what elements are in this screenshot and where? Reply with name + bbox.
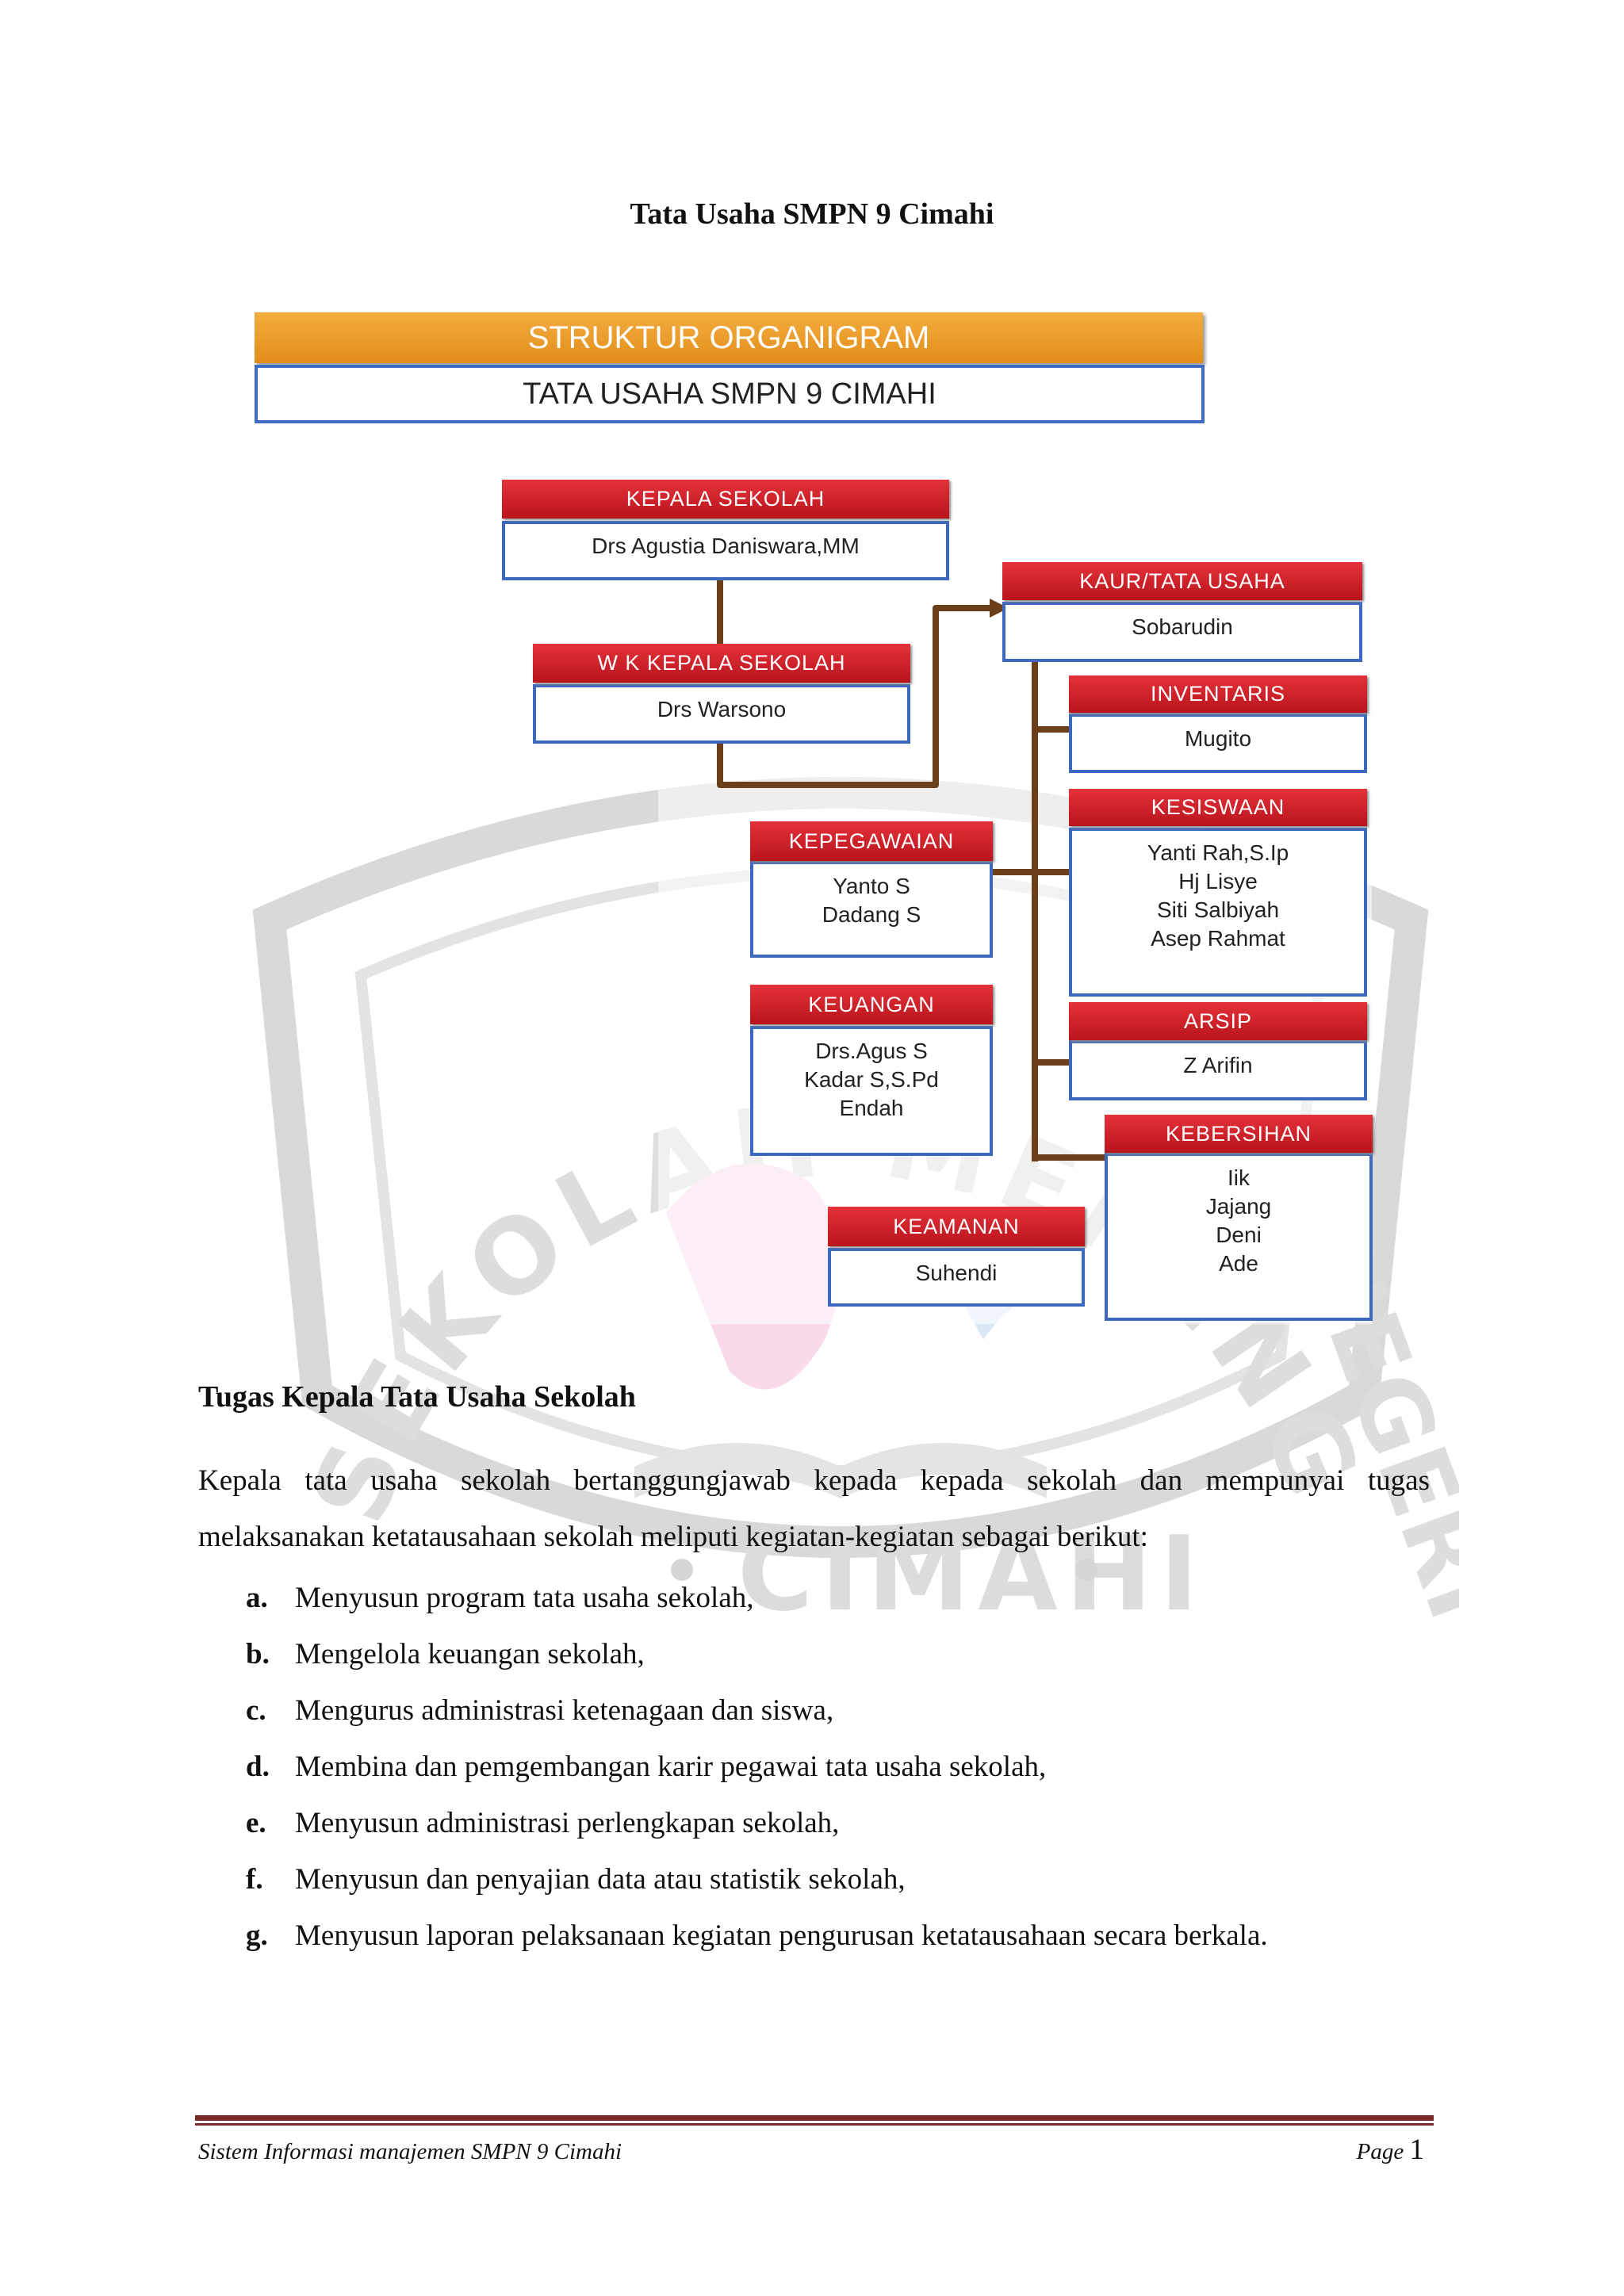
list-item-text: Menyusun dan penyajian data atau statist…	[295, 1863, 906, 1896]
unit-kesiswaan: Yanti Rah,S.Ip Hj Lisye Siti Salbiyah As…	[1069, 789, 1367, 997]
footer-page-label: Page	[1356, 2139, 1404, 2164]
unit-member: Endah	[839, 1096, 904, 1120]
unit-inventaris: Mugito INVENTARIS	[1069, 675, 1367, 773]
unit-member: Suhendi	[915, 1261, 998, 1285]
unit-member: Yanto S	[833, 874, 910, 898]
unit-title: W K KEPALA SEKOLAH	[533, 644, 910, 683]
list-item: c. Mengurus administrasi ketenagaan dan s…	[246, 1682, 1268, 1739]
unit-title: KAUR/TATA USAHA	[1002, 562, 1362, 600]
task-list: a. Menyusun program tata usaha sekolah, b…	[246, 1570, 1268, 1964]
watermark-bottom-text: CIMAHI	[737, 1513, 1206, 1634]
unit-member: Ade	[1219, 1251, 1258, 1276]
unit-title: ARSIP	[1069, 1002, 1367, 1040]
unit-member: Drs Agustia Daniswara,MM	[592, 534, 860, 558]
unit-member: Drs.Agus S	[815, 1039, 928, 1063]
list-item: g. Menyusun laporan pelaksanaan kegiatan …	[246, 1908, 1268, 1964]
list-item-text: Menyusun laporan pelaksanaan kegiatan pe…	[295, 1919, 1268, 1952]
unit-member: Iik	[1228, 1165, 1250, 1190]
unit-keamanan: Suhendi KEAMANAN	[828, 1207, 1085, 1307]
unit-keuangan: Drs.Agus S Kadar S,S.Pd Endah KEUANGAN	[750, 985, 993, 1156]
page-title: Tata Usaha SMPN 9 Cimahi	[630, 197, 994, 231]
list-item: d. Membina dan pemgembangan karir pegawai…	[246, 1739, 1268, 1795]
unit-title: KEPALA SEKOLAH	[502, 480, 949, 519]
section-intro: Kepala tata usaha sekolah bertanggungjaw…	[198, 1464, 1430, 1553]
unit-kaur-tata-usaha: Sobarudin KAUR/TATA USAHA	[1002, 562, 1362, 662]
unit-member: Hj Lisye	[1178, 869, 1258, 894]
footer-document-name: Sistem Informasi manajemen SMPN 9 Cimahi	[198, 2139, 622, 2164]
unit-member: Jajang	[1205, 1194, 1272, 1219]
section-heading: Tugas Kepala Tata Usaha Sekolah	[198, 1380, 636, 1414]
unit-wk-kepala-sekolah: Drs Warsono W K KEPALA SEKOLAH	[533, 644, 910, 744]
list-marker: c.	[246, 1694, 266, 1727]
unit-member: Drs Warsono	[657, 697, 787, 721]
unit-kebersihan: Iik Jajang Deni Ade KEBERSIHAN	[1105, 1115, 1373, 1321]
unit-title: KEPEGAWAIAN	[750, 821, 993, 861]
list-marker: e.	[246, 1807, 266, 1839]
list-item-text: Menyusun administrasi perlengkapan sekol…	[295, 1807, 840, 1839]
list-item: a. Menyusun program tata usaha sekolah,	[246, 1570, 1268, 1626]
unit-member: Deni	[1216, 1223, 1262, 1247]
unit-member: Kadar S,S.Pd	[804, 1067, 939, 1092]
list-item-text: Mengurus administrasi ketenagaan dan sis…	[295, 1694, 834, 1727]
unit-member: Dadang S	[822, 902, 921, 927]
unit-member: Z Arifin	[1183, 1053, 1253, 1077]
unit-kepegawaian: Yanto S Dadang S KEPEGAWAIAN	[750, 821, 993, 958]
organigram-banner-title: STRUKTUR ORGANIGRAM	[255, 312, 1203, 363]
list-marker: a.	[246, 1582, 268, 1614]
list-item: b. Mengelola keuangan sekolah,	[246, 1626, 1268, 1682]
list-marker: g.	[246, 1919, 268, 1952]
organigram-banner-subtitle: TATA USAHA SMPN 9 CIMAHI	[255, 365, 1205, 423]
list-marker: b.	[246, 1638, 270, 1670]
unit-member: Yanti Rah,S.Ip	[1147, 840, 1289, 865]
unit-member: Mugito	[1184, 726, 1252, 751]
unit-title: INVENTARIS	[1069, 675, 1367, 713]
list-item-text: Menyusun program tata usaha sekolah,	[295, 1582, 754, 1614]
footer-divider-thin	[195, 2123, 1434, 2126]
footer-divider	[195, 2115, 1434, 2121]
list-item: f. Menyusun dan penyajian data atau stati…	[246, 1851, 1268, 1908]
unit-title: KEUANGAN	[750, 985, 993, 1024]
unit-title: KEBERSIHAN	[1105, 1115, 1373, 1153]
list-marker: f.	[246, 1863, 263, 1896]
list-item-text: Mengelola keuangan sekolah,	[295, 1638, 645, 1670]
unit-member: Sobarudin	[1132, 614, 1233, 639]
footer-page-number: Page 1	[1357, 2133, 1424, 2167]
list-marker: d.	[246, 1751, 270, 1783]
page-number: 1	[1409, 2133, 1425, 2166]
unit-member: Siti Salbiyah	[1156, 897, 1280, 922]
unit-title: KESISWAAN	[1069, 789, 1367, 826]
unit-title: KEAMANAN	[828, 1207, 1085, 1246]
unit-kepala-sekolah: Drs Agustia Daniswara,MM KEPALA SEKOLAH	[502, 480, 949, 580]
unit-member: Asep Rahmat	[1151, 926, 1285, 951]
list-item: e. Menyusun administrasi perlengkapan sek…	[246, 1795, 1268, 1851]
unit-arsip: Z Arifin ARSIP	[1069, 1002, 1367, 1100]
list-item-text: Membina dan pemgembangan karir pegawai t…	[295, 1751, 1047, 1783]
